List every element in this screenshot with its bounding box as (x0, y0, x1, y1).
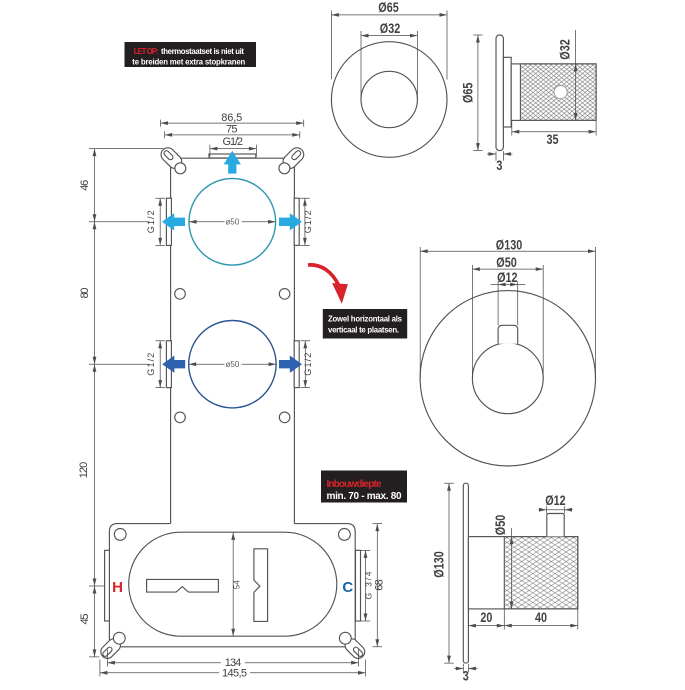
svg-text:3: 3 (463, 668, 469, 683)
svg-text:H: H (112, 579, 123, 596)
svg-text:86,5: 86,5 (221, 112, 242, 124)
svg-text:ø50: ø50 (226, 360, 240, 369)
svg-text:G1/2: G1/2 (146, 353, 156, 376)
svg-text:G1/2: G1/2 (146, 210, 156, 233)
svg-text:Ø32: Ø32 (557, 39, 572, 60)
svg-text:te breiden met extra stopkrane: te breiden met extra stopkranen (132, 58, 245, 67)
svg-text:3: 3 (496, 158, 502, 173)
svg-text:min. 70 - max. 80: min. 70 - max. 80 (327, 491, 402, 502)
svg-text:68: 68 (374, 579, 386, 591)
svg-text:verticaal te plaatsen.: verticaal te plaatsen. (328, 326, 399, 335)
svg-text:ø50: ø50 (225, 217, 239, 226)
svg-text:Ø130: Ø130 (431, 551, 446, 578)
svg-text:G 3/4: G 3/4 (364, 571, 374, 599)
svg-text:Ø65: Ø65 (460, 82, 475, 103)
svg-text:Inbouwdiepte: Inbouwdiepte (327, 479, 382, 490)
svg-text:134: 134 (225, 657, 242, 669)
svg-text:Zowel horizontaal als: Zowel horizontaal als (328, 315, 403, 324)
svg-text:46: 46 (79, 180, 91, 191)
svg-text:Ø32: Ø32 (380, 21, 401, 36)
svg-text:LET OP:: LET OP: (134, 47, 159, 56)
svg-text:G1/2: G1/2 (223, 136, 244, 148)
svg-text:120: 120 (78, 462, 90, 479)
svg-text:80: 80 (79, 288, 91, 299)
svg-text:G1/2: G1/2 (303, 210, 313, 233)
svg-text:Ø50: Ø50 (493, 515, 508, 536)
svg-text:35: 35 (546, 132, 558, 147)
svg-text:G1/2: G1/2 (303, 353, 313, 376)
svg-text:thermostaatset is niet uit: thermostaatset is niet uit (161, 47, 244, 56)
svg-text:40: 40 (535, 610, 547, 625)
svg-text:45: 45 (79, 614, 91, 625)
svg-text:C: C (342, 579, 353, 596)
svg-text:54: 54 (233, 580, 242, 589)
svg-text:Ø130: Ø130 (496, 237, 523, 252)
svg-text:75: 75 (226, 124, 238, 136)
svg-text:145,5: 145,5 (222, 668, 247, 680)
svg-text:Ø12: Ø12 (497, 270, 518, 285)
svg-text:Ø65: Ø65 (378, 0, 399, 15)
svg-text:20: 20 (480, 610, 492, 625)
svg-text:Ø50: Ø50 (496, 255, 517, 270)
svg-text:Ø12: Ø12 (545, 493, 566, 508)
